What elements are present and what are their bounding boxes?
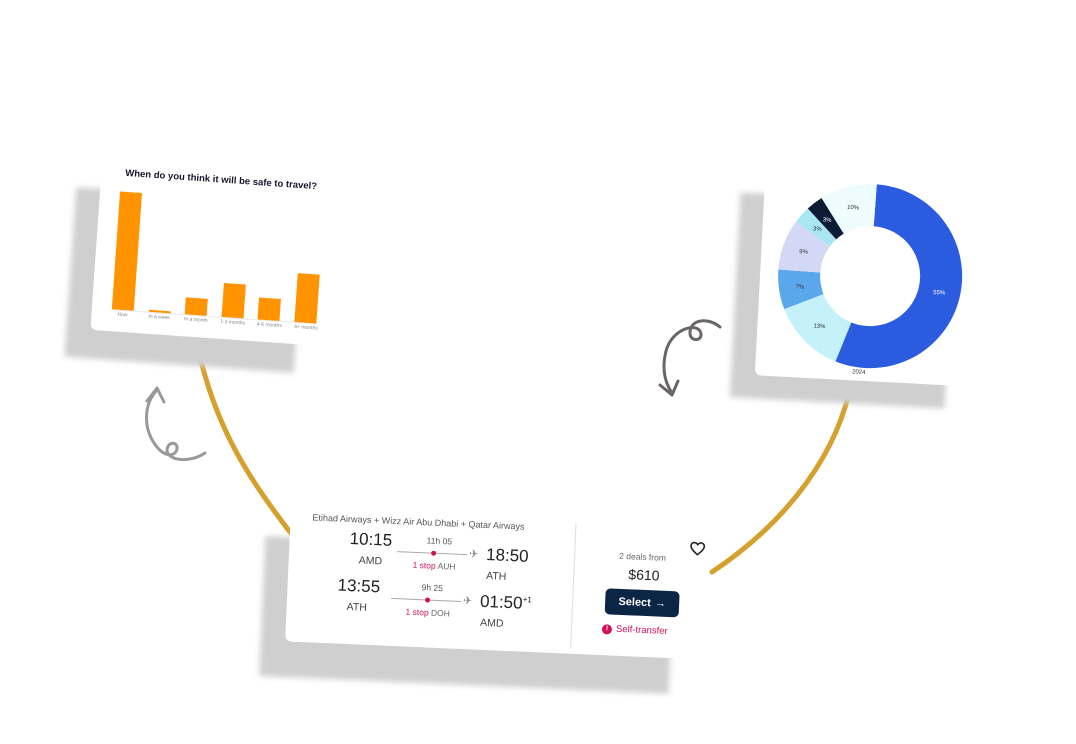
donut-slice-label: 13%	[813, 324, 826, 331]
outbound-stops-count: 1 stop	[412, 559, 436, 571]
donut-chart: 55% 13% 7% 9% 3%3% 10%	[778, 184, 963, 369]
bar-chart-plot	[111, 189, 325, 325]
select-label: Select	[618, 595, 652, 610]
donut-slice-label: 3%	[813, 226, 823, 232]
donut-slice	[796, 208, 837, 247]
donut-slice-label: 7%	[795, 284, 805, 290]
outbound-depart-time: 10:15	[349, 529, 393, 550]
arrow-right-icon: →	[654, 597, 667, 610]
return-stops: 1 stop DOH	[405, 607, 450, 619]
donut-slice-label: 55%	[933, 290, 946, 297]
bar-column	[221, 197, 251, 319]
return-stops-count: 1 stop	[405, 606, 429, 618]
bar-label: In a month	[183, 316, 208, 324]
self-transfer-warning: ! Self-transfer	[601, 623, 668, 637]
plane-icon: ✈	[468, 548, 479, 561]
donut-slice	[784, 294, 852, 362]
return-stop-code: DOH	[430, 607, 451, 619]
donut-slice-label: 10%	[847, 205, 860, 212]
bar-label: In a week	[148, 313, 171, 322]
warning-icon: !	[601, 623, 613, 635]
return-depart-code: ATH	[346, 600, 368, 614]
donut-year-label: 2024	[851, 369, 866, 377]
return-depart-time: 13:55	[337, 575, 381, 597]
bar	[294, 272, 320, 324]
donut-slice	[778, 221, 830, 273]
return-stop-dot	[424, 597, 431, 603]
donut-chart-card: 55% 13% 7% 9% 3%3% 10% 2024	[754, 170, 981, 387]
bar	[184, 297, 208, 316]
donut-slice	[778, 269, 824, 310]
bar-label: Now	[117, 311, 128, 319]
bar-chart-card: When do you think it will be safe to tra…	[90, 160, 332, 346]
bar	[221, 282, 246, 319]
outbound-arrive-time: 18:50	[485, 545, 530, 566]
bar-column	[184, 195, 215, 316]
day-offset: +1	[522, 594, 533, 605]
price: $610	[628, 566, 660, 584]
return-leg: 13:55 ATH 9h 25 ✈ 1 stop DOH 01:50+1 AMD	[308, 574, 570, 635]
outbound-arrive-code: ATH	[485, 570, 507, 583]
bar-label: 1-3 months	[219, 318, 246, 327]
flight-result-card[interactable]: Etihad Airways + Wizz Air Abu Dhabi + Qa…	[285, 501, 706, 659]
outbound-stop-code: AUH	[437, 560, 456, 572]
bar-column	[111, 190, 143, 311]
bar-column	[148, 192, 178, 314]
bar	[257, 297, 282, 321]
bar	[148, 309, 171, 314]
outbound-stop-dot	[431, 550, 437, 556]
donut-slice-label: 3%	[823, 217, 833, 223]
donut-slice-label: 9%	[799, 249, 809, 255]
donut-slice	[821, 184, 877, 234]
return-duration: 9h 25	[421, 582, 444, 594]
bar	[111, 191, 143, 311]
bar-column	[257, 200, 288, 321]
curly-arrow-down-icon	[658, 319, 722, 397]
bar-column	[294, 202, 324, 324]
return-arrive-code: AMD	[479, 616, 504, 630]
outbound-duration: 11h 05	[426, 535, 453, 547]
bar-label: 4-6 months	[256, 321, 282, 330]
curly-arrow-up-icon	[145, 386, 207, 461]
self-transfer-text: Self-transfer	[615, 623, 668, 637]
return-arrive-time: 01:50+1	[480, 592, 532, 614]
donut-slice	[835, 184, 963, 369]
deals-text: 2 deals from	[618, 550, 667, 563]
heart-icon[interactable]	[689, 541, 706, 557]
return-arrive-time-value: 01:50	[479, 591, 523, 613]
outbound-depart-code: AMD	[358, 554, 383, 568]
bar-label: 6+ months	[294, 323, 318, 332]
plane-icon: ✈	[462, 595, 473, 608]
select-button[interactable]: Select →	[604, 588, 680, 618]
donut-slice	[807, 197, 844, 240]
outbound-stops: 1 stop AUH	[412, 560, 455, 572]
